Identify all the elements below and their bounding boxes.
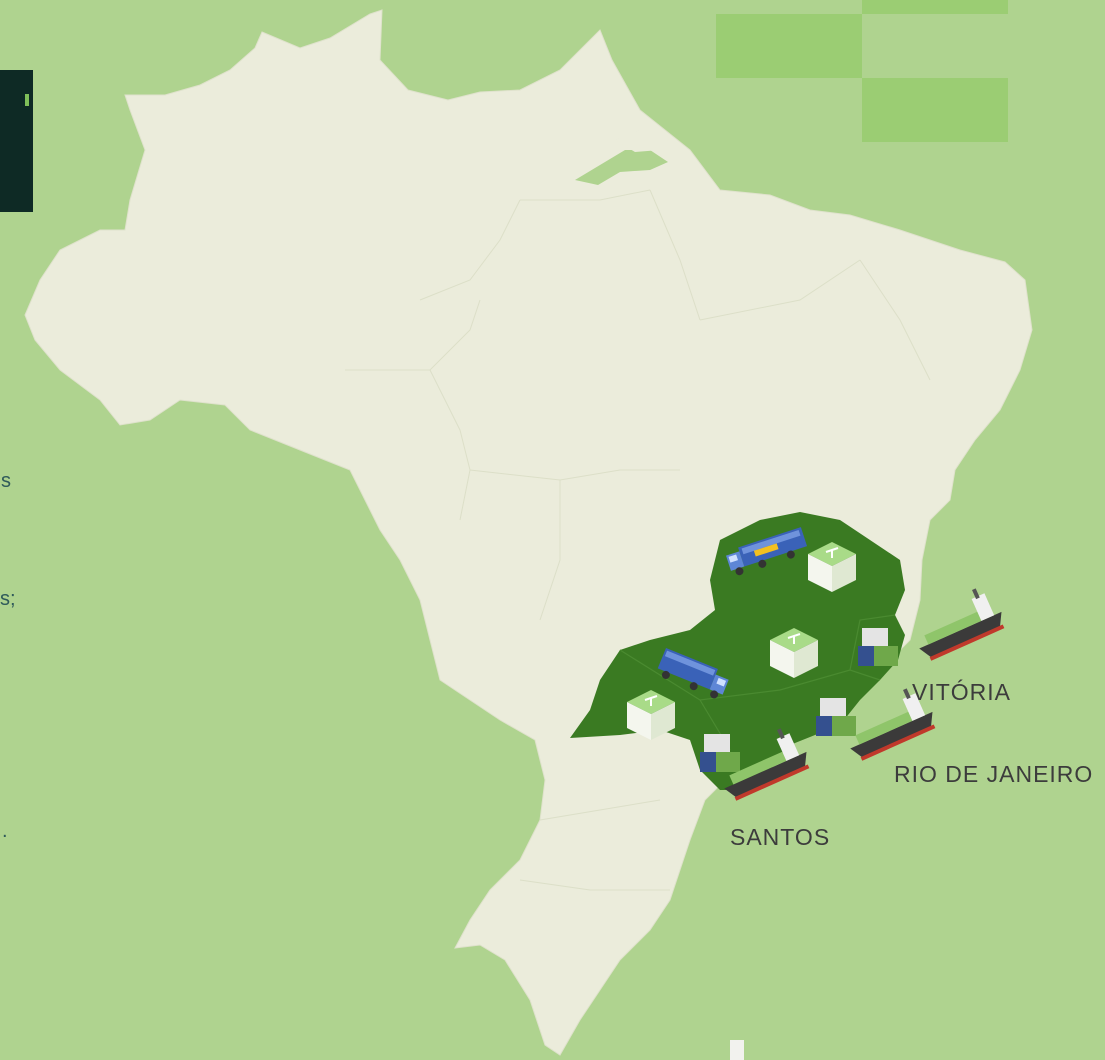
brazil-land [24, 9, 1033, 1056]
port-label-rio-de-janeiro: RIO DE JANEIRO [894, 761, 1094, 787]
accent-tile [716, 14, 862, 78]
marajo-island [615, 130, 668, 152]
cropped-text-fragment: s; [0, 588, 16, 610]
container-stack-icon [816, 698, 856, 736]
port-label-vitoria: VITÓRIA [912, 679, 1012, 705]
panel-accent [25, 94, 29, 106]
cropped-text-fragment: . [2, 820, 8, 842]
port-label-santos: SANTOS [730, 824, 831, 850]
warehouse-icon [808, 542, 856, 592]
amazon-estuary [575, 150, 668, 185]
accent-tile [862, 78, 1008, 142]
bottom-mark [730, 1040, 744, 1060]
dark-side-panel [0, 70, 33, 212]
cargo-ship-icon [850, 688, 936, 761]
truck-icon [726, 527, 808, 576]
container-stack-icon [700, 734, 740, 772]
warehouse-icon [770, 628, 818, 678]
state-borders [345, 189, 931, 891]
truck-icon [657, 648, 729, 699]
container-stack-icon [858, 628, 898, 666]
warehouse-icon [627, 690, 675, 740]
cargo-ship-icon [724, 728, 810, 801]
cargo-ship-icon [919, 588, 1005, 661]
cropped-text-fragment: s [1, 470, 11, 492]
accent-tile [862, 0, 1008, 14]
